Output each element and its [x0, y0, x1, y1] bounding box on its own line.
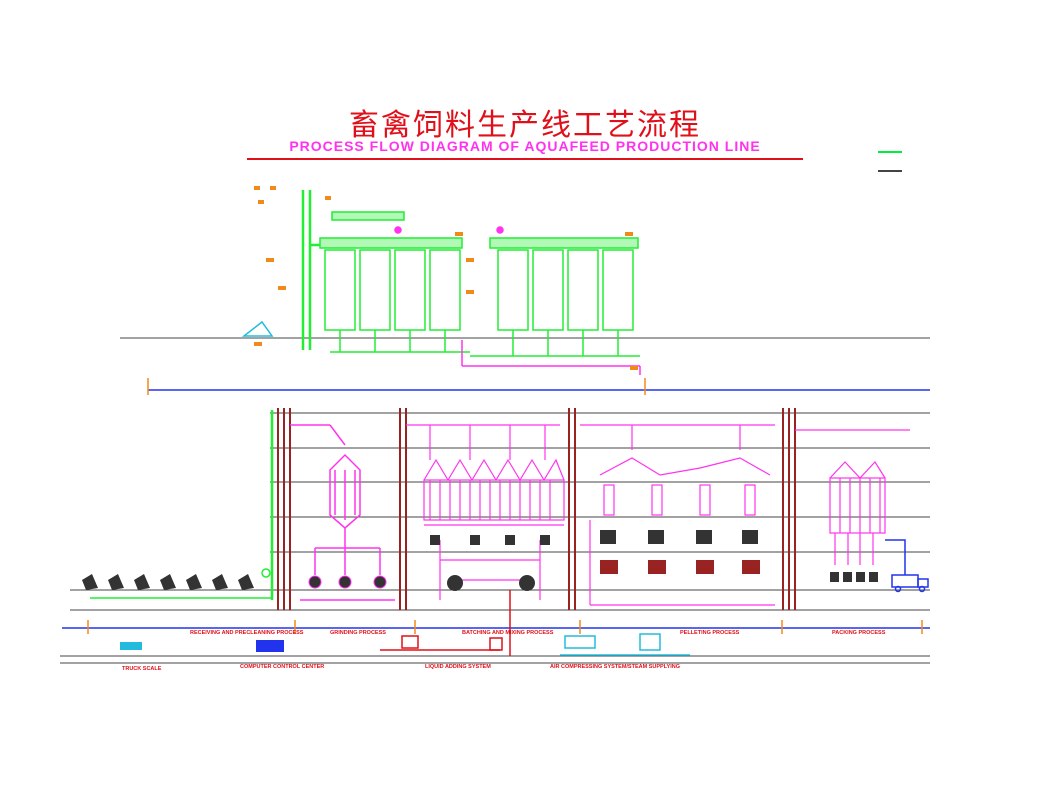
blue-route — [885, 539, 906, 575]
truck-scale-icon — [120, 642, 142, 650]
packing-scales — [830, 572, 878, 582]
batching-bins — [406, 424, 565, 600]
aux-truck-scale-label: TRUCK SCALE — [122, 666, 162, 672]
stage-packing-label: PACKING PROCESS — [832, 630, 886, 636]
diagram-title-chinese: 畜禽饲料生产线工艺流程 — [349, 108, 701, 143]
title-underline — [247, 158, 803, 160]
packing-bins — [795, 429, 910, 565]
elevator-receiving — [277, 408, 291, 610]
pellet-mills — [600, 530, 760, 574]
silo-discharge-pink — [394, 226, 641, 375]
elevator-batching — [568, 408, 576, 610]
intake-conveyor — [90, 568, 272, 599]
upper-tags — [254, 186, 638, 370]
legend-line-gray — [878, 170, 902, 172]
stage-pelleting-label: PELLETING PROCESS — [680, 630, 740, 636]
stage-batching-label: BATCHING AND MIXING PROCESS — [462, 630, 554, 636]
stage-grinding-label: GRINDING PROCESS — [330, 630, 386, 636]
intake-hoppers — [82, 574, 254, 590]
silo-block-left — [319, 211, 470, 353]
aux-liquid-adding-label: LIQUID ADDING SYSTEM — [425, 664, 491, 670]
stage-receiving-label: RECEIVING AND PRECLEANING PROCESS — [190, 630, 304, 636]
receiving-elevator — [301, 190, 320, 350]
silo-block-right — [470, 237, 640, 357]
grinding-bin — [290, 424, 395, 601]
legend-line-green — [878, 151, 902, 153]
pelleting-lines — [580, 424, 775, 606]
floor-lines — [60, 337, 930, 664]
mixers — [430, 535, 550, 591]
elevator-grinding — [399, 408, 407, 610]
elevator-pelleting — [782, 408, 796, 610]
control-center-icon — [256, 640, 284, 652]
upper-silo-label-1 — [505, 382, 511, 388]
section-ticks — [87, 378, 923, 634]
aux-control-center-label: COMPUTER CONTROL CENTER — [240, 664, 324, 670]
delivery-truck-icon — [891, 574, 929, 593]
grinders — [308, 575, 387, 589]
diagram-title-english: PROCESS FLOW DIAGRAM OF AQUAFEED PRODUCT… — [289, 138, 761, 154]
section-dimension-lines — [62, 389, 930, 629]
intake-pit — [241, 320, 274, 337]
air-steam-system — [560, 633, 690, 656]
liquid-system — [380, 590, 511, 656]
aux-air-compressing-label: AIR COMPRESSING SYSTEM/STEAM SUPPLYING — [550, 664, 680, 670]
